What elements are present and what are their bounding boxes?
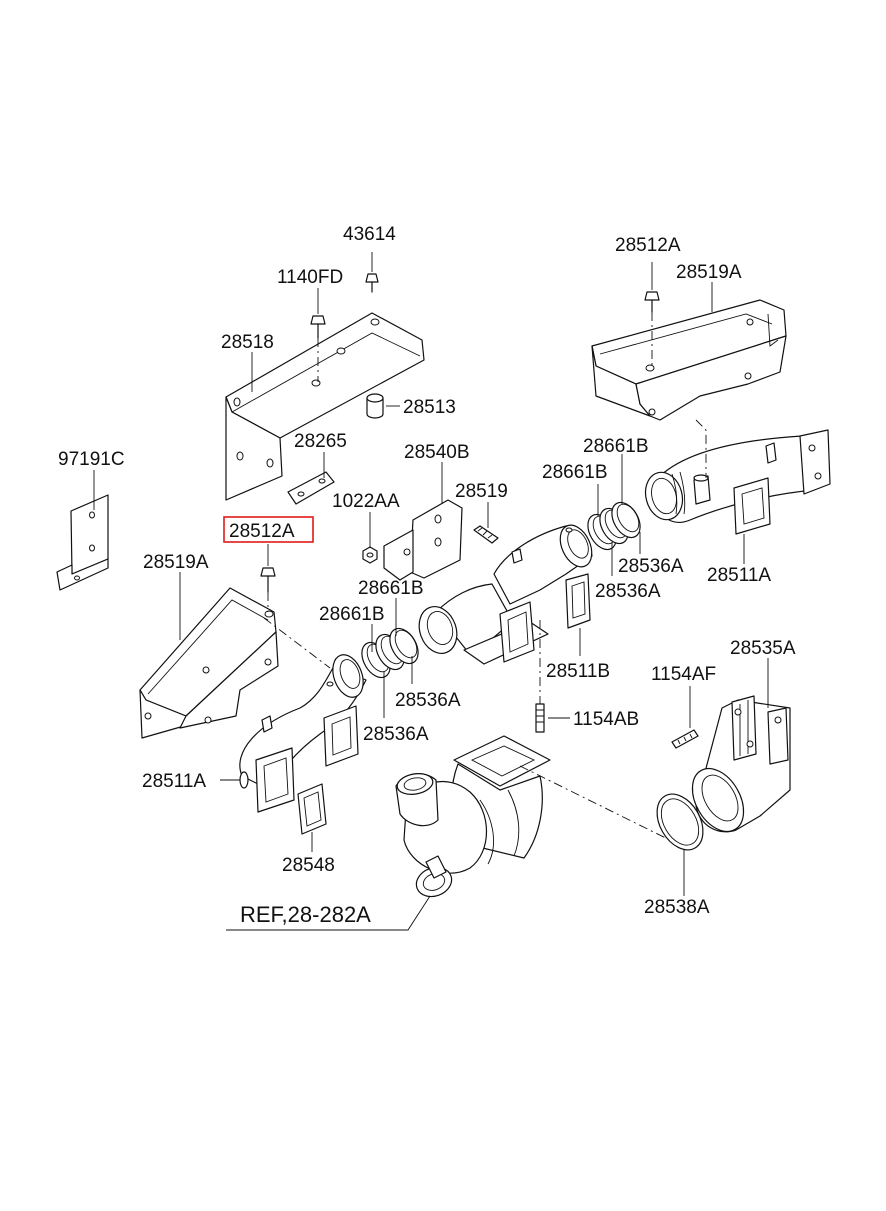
center-line-left bbox=[263, 617, 331, 669]
label-28511b: 28511B bbox=[546, 661, 610, 682]
label-28540b: 28540B bbox=[404, 442, 470, 463]
label-28535a: 28535A bbox=[730, 638, 796, 659]
label-28536a-right-2: 28536A bbox=[595, 581, 661, 602]
stud-1154af bbox=[671, 729, 699, 749]
label-28511a-left: 28511A bbox=[142, 771, 206, 792]
bolt-1140fd bbox=[310, 315, 326, 382]
spacer-28513 bbox=[366, 393, 384, 419]
label-28513: 28513 bbox=[403, 397, 456, 418]
label-1154ab: 1154AB bbox=[573, 709, 639, 730]
label-28512a-top: 28512A bbox=[615, 235, 681, 256]
label-28661b-left-2: 28661B bbox=[319, 604, 385, 625]
center-line-right bbox=[695, 419, 707, 478]
label-28536a-left-1: 28536A bbox=[395, 690, 461, 711]
center-line-turbo bbox=[519, 765, 691, 851]
label-28519a-left: 28519A bbox=[143, 552, 209, 573]
heat-shield-bracket-28518 bbox=[225, 312, 425, 501]
label-28548: 28548 bbox=[282, 855, 335, 876]
outlet-elbow-28535a bbox=[691, 695, 791, 833]
plate-28265 bbox=[287, 471, 335, 505]
nut-1022aa bbox=[362, 546, 378, 564]
stud-1154ab bbox=[535, 703, 545, 733]
label-28536a-left-2: 28536A bbox=[363, 724, 429, 745]
heat-shield-28519a-right bbox=[591, 299, 787, 421]
exhaust-pipe-28511a-right bbox=[644, 429, 831, 535]
label-1154af: 1154AF bbox=[651, 664, 716, 685]
bracket-97191c bbox=[56, 494, 109, 591]
label-28661b-right-2: 28661B bbox=[542, 462, 608, 483]
bracket-28540b bbox=[383, 499, 463, 581]
label-97191c: 97191C bbox=[58, 449, 125, 470]
turbocharger-ref bbox=[395, 735, 551, 898]
bolt-28512a-left bbox=[260, 567, 276, 612]
label-28538a: 28538A bbox=[644, 897, 710, 918]
seal-rings-right bbox=[587, 501, 641, 551]
label-28511a-right: 28511A bbox=[707, 565, 771, 586]
label-ref-28-282a: REF,28-282A bbox=[240, 902, 371, 927]
part-labels: 43614 1140FD 28518 28513 28265 97191C 28… bbox=[58, 224, 796, 927]
highlight-box bbox=[223, 516, 314, 543]
label-28518: 28518 bbox=[221, 332, 274, 353]
label-28265: 28265 bbox=[294, 431, 347, 452]
exhaust-pipe-28511a-left bbox=[239, 654, 367, 813]
bolt-28512a-top bbox=[644, 291, 660, 368]
gasket-28548 bbox=[297, 783, 327, 835]
bolt-43614 bbox=[365, 273, 379, 293]
heat-shield-28519a-left bbox=[139, 587, 279, 739]
label-43614: 43614 bbox=[343, 224, 396, 245]
label-28519a-top: 28519A bbox=[676, 262, 742, 283]
label-1140fd: 1140FD bbox=[277, 267, 343, 288]
leader-lines bbox=[93, 252, 769, 931]
label-28519: 28519 bbox=[455, 481, 508, 502]
label-28512a-left: 28512A bbox=[229, 521, 295, 542]
label-28661b-left-1: 28661B bbox=[358, 578, 424, 599]
exhaust-manifold-28511b bbox=[418, 524, 593, 665]
clamp-28538a bbox=[656, 793, 704, 851]
seal-rings-left bbox=[361, 627, 419, 679]
label-28536a-right-1: 28536A bbox=[618, 556, 684, 577]
label-1022aa: 1022AA bbox=[332, 491, 400, 512]
label-28661b-right-1: 28661B bbox=[583, 436, 649, 457]
stud-28519 bbox=[473, 525, 499, 544]
